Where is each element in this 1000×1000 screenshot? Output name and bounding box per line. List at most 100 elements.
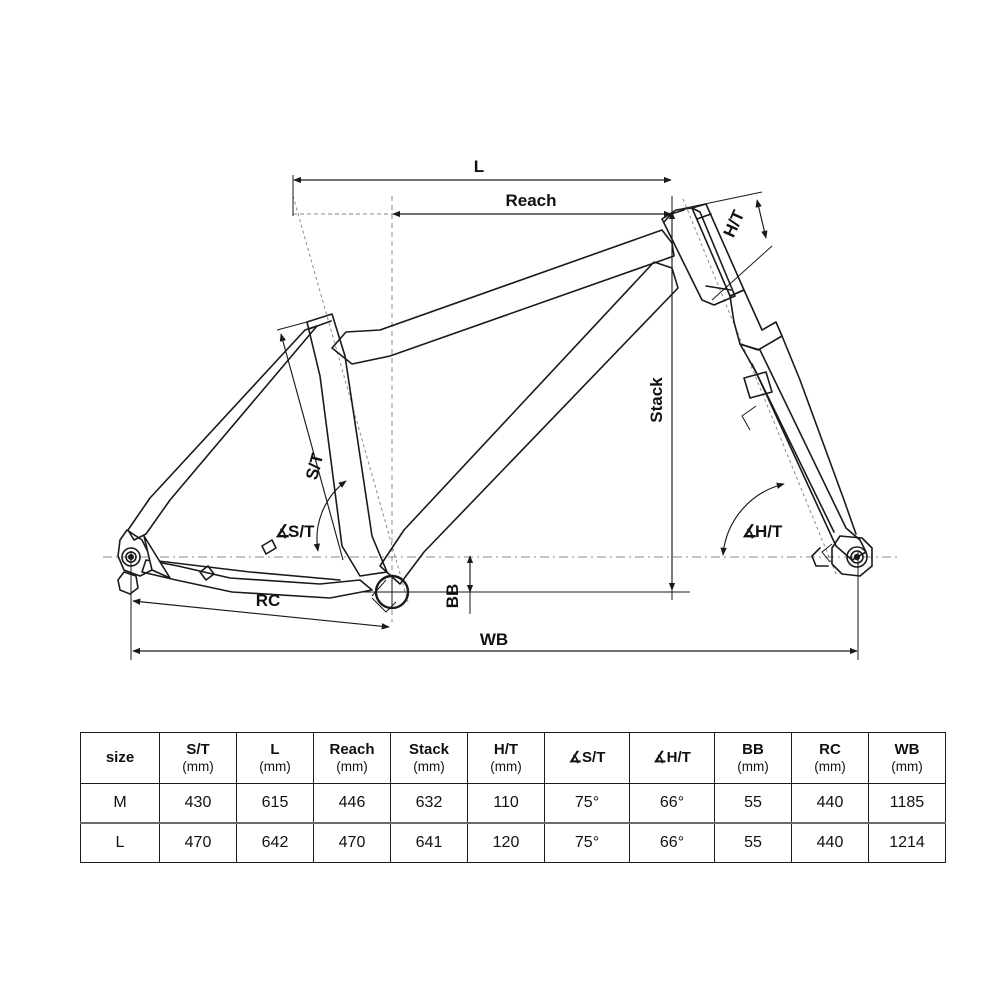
ht-ext-bottom bbox=[711, 245, 773, 301]
col-header-st-unit: (mm) bbox=[182, 758, 214, 774]
front-axle-core bbox=[853, 553, 861, 561]
dim-label-bb: BB bbox=[443, 584, 462, 609]
head-tube-axis bbox=[682, 198, 837, 575]
col-header-ht-label: H/T bbox=[493, 741, 519, 759]
rear-dropout bbox=[117, 529, 153, 577]
col-header-rc-label: RC bbox=[819, 741, 841, 759]
construction-lines bbox=[103, 175, 900, 660]
cell-wb: 1214 bbox=[868, 822, 946, 863]
dim-label-ht: H/T bbox=[720, 207, 749, 240]
rear-axle-core bbox=[128, 553, 135, 560]
cell-reach: 446 bbox=[313, 783, 391, 824]
fork-brake-tab bbox=[743, 371, 773, 399]
dim-label-l: L bbox=[474, 157, 484, 176]
col-header-size: size bbox=[80, 732, 160, 784]
angle-symbol-ht: ∡ bbox=[742, 522, 757, 541]
col-header-l-unit: (mm) bbox=[259, 758, 291, 774]
cell-stack: 641 bbox=[390, 822, 468, 863]
fork-steerer-band bbox=[696, 213, 712, 220]
col-header-l-label: L bbox=[270, 741, 280, 759]
cell-size: M bbox=[80, 783, 160, 824]
col-header-wb-unit: (mm) bbox=[891, 758, 923, 774]
angle-marker-st-bb bbox=[371, 597, 397, 613]
cell-wb: 1185 bbox=[868, 783, 946, 824]
seatstay-bridge bbox=[261, 539, 277, 555]
bicycle-frame-geometry-diagram: L Reach H/T S/T Stack BB RC WB ∡ S/T ∡ H… bbox=[103, 157, 900, 660]
table-row: L 470 642 470 641 120 75° 66° 55 440 121… bbox=[80, 822, 946, 863]
front-axle bbox=[846, 546, 868, 568]
dim-label-st: S/T bbox=[302, 451, 327, 482]
fork-leg-inner-edge bbox=[751, 363, 835, 533]
cell-rc: 440 bbox=[791, 783, 869, 824]
cell-ht: 110 bbox=[467, 783, 545, 824]
cell-reach: 470 bbox=[313, 822, 391, 863]
col-header-bb: BB (mm) bbox=[714, 732, 792, 784]
angle-label-st-group: ∡ S/T bbox=[275, 522, 315, 541]
col-header-angle-ht: ∡H/T bbox=[629, 732, 715, 784]
rear-brake-mount bbox=[143, 535, 171, 579]
angle-symbol-st: ∡ bbox=[275, 522, 290, 541]
down-tube bbox=[379, 261, 679, 585]
angle-label-ht: H/T bbox=[755, 522, 783, 541]
angle-marker-rc bbox=[371, 579, 387, 597]
col-header-rc: RC (mm) bbox=[791, 732, 869, 784]
col-header-stack-label: Stack bbox=[408, 741, 450, 759]
cell-angle-st: 75° bbox=[544, 783, 630, 824]
col-header-bb-label: BB bbox=[742, 741, 764, 759]
cell-bb: 55 bbox=[714, 822, 792, 863]
col-header-reach-unit: (mm) bbox=[336, 758, 368, 774]
table-header-row: size S/T (mm) L (mm) Reach (mm) bbox=[80, 732, 946, 784]
front-dropout bbox=[831, 535, 873, 577]
rear-axle bbox=[121, 547, 141, 567]
table-header: size S/T (mm) L (mm) Reach (mm) bbox=[80, 732, 946, 784]
frame-outline bbox=[117, 203, 873, 610]
cell-l: 642 bbox=[236, 822, 314, 863]
col-header-bb-unit: (mm) bbox=[737, 758, 769, 774]
cell-size: L bbox=[80, 822, 160, 863]
col-header-angle-st: ∡S/T bbox=[544, 732, 630, 784]
seat-tube bbox=[306, 313, 388, 577]
table-row: M 430 615 446 632 110 75° 66° 55 440 118… bbox=[80, 783, 946, 824]
angle-marker-fork bbox=[741, 405, 757, 431]
chainstay-bridge bbox=[199, 565, 215, 581]
table-body: M 430 615 446 632 110 75° 66° 55 440 118… bbox=[80, 783, 946, 863]
head-tube bbox=[661, 207, 736, 306]
cell-st: 470 bbox=[159, 822, 237, 863]
seat-stay bbox=[127, 325, 318, 541]
col-header-st-label: S/T bbox=[186, 741, 210, 759]
cell-stack: 632 bbox=[390, 783, 468, 824]
cell-angle-st: 75° bbox=[544, 822, 630, 863]
col-header-angle-ht-label: ∡H/T bbox=[653, 748, 691, 766]
angle-arc-ht bbox=[720, 482, 785, 556]
frame-geometry-table-container: size S/T (mm) L (mm) Reach (mm) bbox=[80, 732, 946, 863]
frame-geometry-table: size S/T (mm) L (mm) Reach (mm) bbox=[80, 732, 946, 863]
col-header-wb-label: WB bbox=[894, 741, 920, 759]
angle-arc-st bbox=[313, 480, 347, 552]
col-header-l: L (mm) bbox=[236, 732, 314, 784]
angle-label-ht-group: ∡ H/T bbox=[742, 522, 783, 541]
cell-angle-ht: 66° bbox=[629, 783, 715, 824]
col-header-wb: WB (mm) bbox=[868, 732, 946, 784]
cell-st: 430 bbox=[159, 783, 237, 824]
col-header-st: S/T (mm) bbox=[159, 732, 237, 784]
chain-stay-upper bbox=[149, 559, 341, 581]
top-tube bbox=[331, 229, 675, 365]
cell-l: 615 bbox=[236, 783, 314, 824]
col-header-rc-unit: (mm) bbox=[814, 758, 846, 774]
ht-ext-top bbox=[675, 191, 763, 211]
cell-bb: 55 bbox=[714, 783, 792, 824]
rear-dropout-tab bbox=[117, 571, 139, 595]
col-header-ht: H/T (mm) bbox=[467, 732, 545, 784]
cell-rc: 440 bbox=[791, 822, 869, 863]
dim-label-wb: WB bbox=[480, 630, 508, 649]
col-header-reach-label: Reach bbox=[329, 741, 375, 759]
dimension-labels: L Reach H/T S/T Stack BB RC WB ∡ S/T ∡ H… bbox=[256, 157, 783, 649]
col-header-ht-unit: (mm) bbox=[490, 758, 522, 774]
front-axle-inner bbox=[850, 550, 864, 564]
angle-marker-ht-axle bbox=[821, 543, 833, 563]
dim-label-rc: RC bbox=[256, 591, 281, 610]
fork-crown bbox=[729, 289, 783, 351]
front-dropout-lip bbox=[811, 547, 829, 567]
dimension-lines bbox=[132, 176, 858, 655]
